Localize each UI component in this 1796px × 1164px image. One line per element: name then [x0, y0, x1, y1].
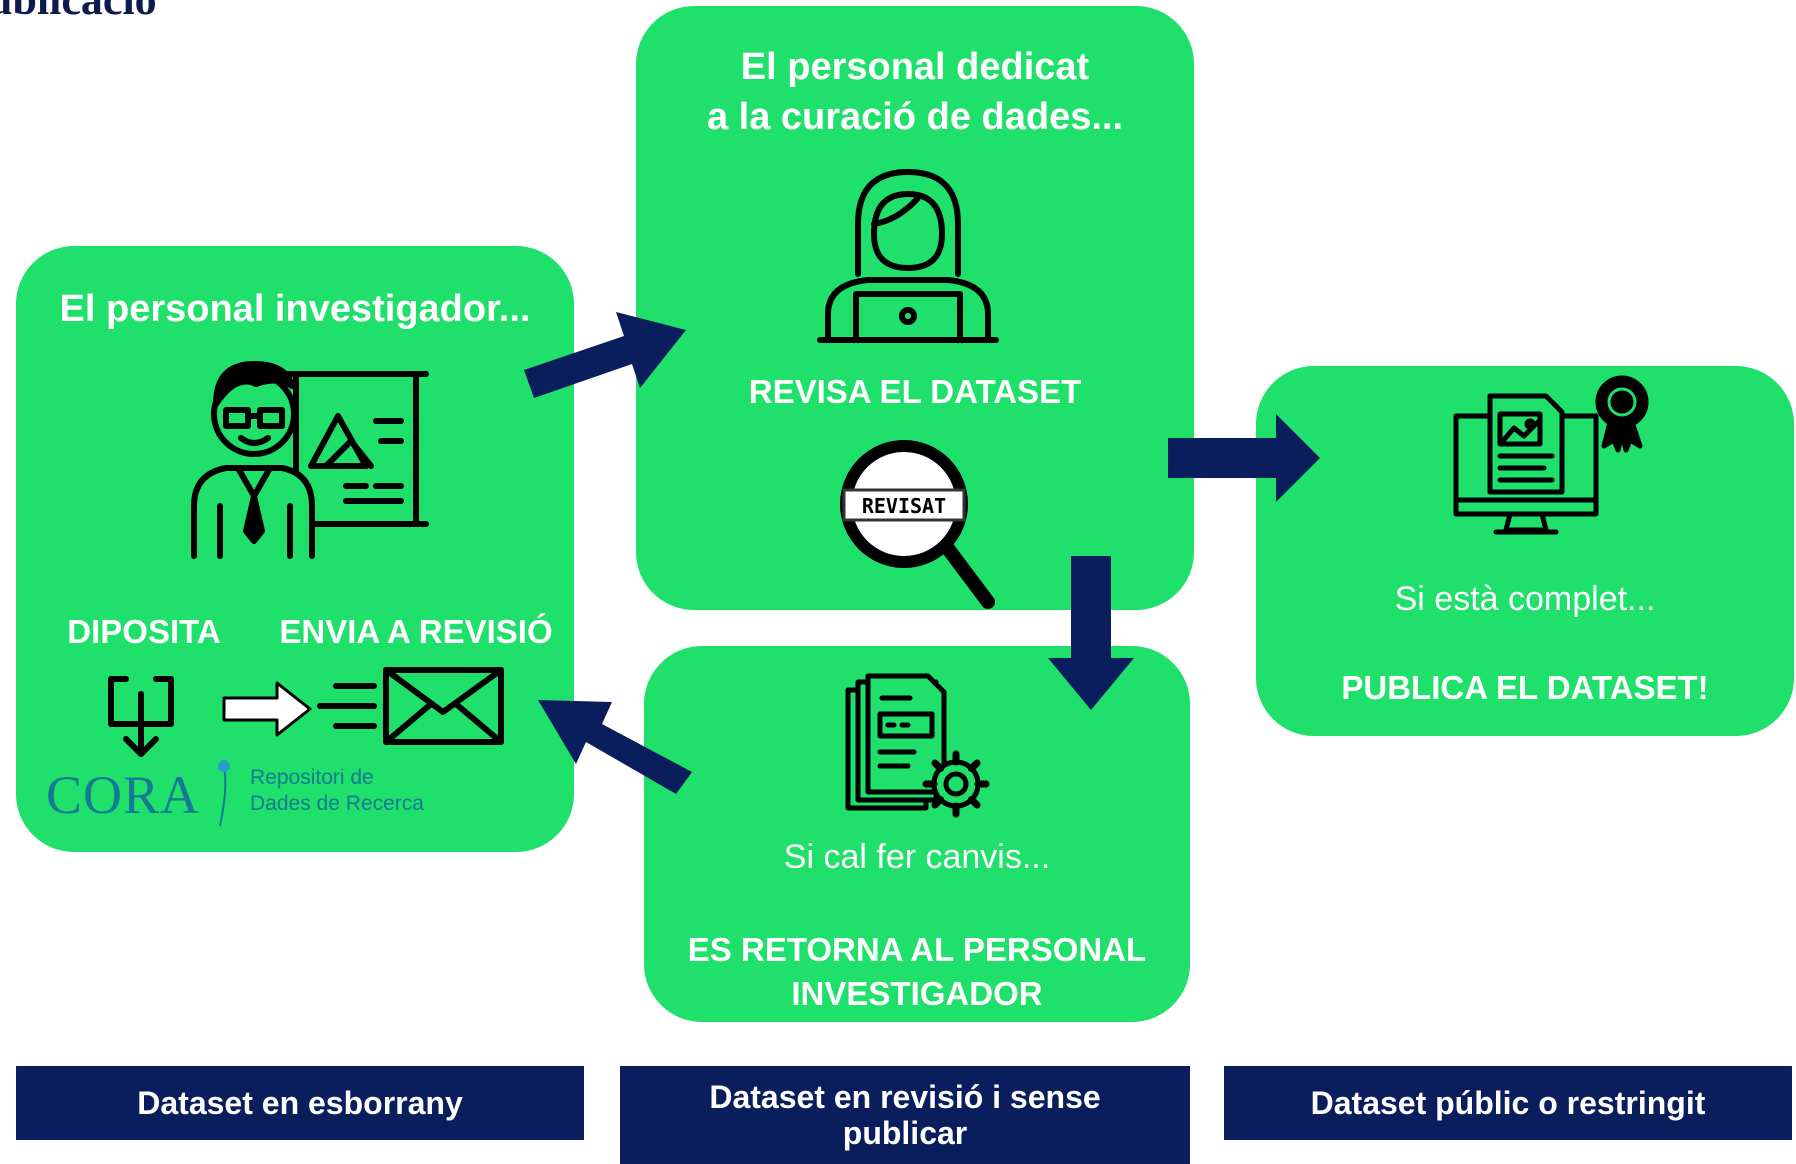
- curator-box-title: El personal dedicat a la curació de dade…: [706, 46, 1124, 138]
- deposit-label: DIPOSITA: [67, 613, 221, 650]
- cora-logo: CORA Repositori de Dades de Recerca: [46, 756, 426, 836]
- researcher-box: El personal investigador... DIPOSITA ENV…: [16, 246, 574, 852]
- white-arrow-icon: [222, 681, 312, 737]
- cora-logo-subtitle-2: Dades de Recerca: [250, 792, 424, 815]
- monitor-document-award-icon: [1453, 375, 1649, 535]
- publish-box: Si està complet... PUBLICA EL DATASET!: [1256, 366, 1794, 736]
- status-label-draft: Dataset en esborrany: [16, 1066, 584, 1140]
- send-to-review-label: ENVIA A REVISIÓ: [279, 613, 553, 650]
- arrow-to-publish: [1168, 414, 1320, 502]
- revisat-stamp: REVISAT: [861, 494, 947, 518]
- researcher-box-title: El personal investigador...: [59, 288, 531, 330]
- status-label-review: Dataset en revisió i sense publicar: [620, 1066, 1190, 1164]
- changes-needed-text: Si cal fer canvis...: [783, 838, 1051, 876]
- cora-logo-text: CORA: [46, 765, 201, 825]
- arrow-back-to-researcher: [538, 700, 692, 794]
- arrow-down-to-return: [1048, 556, 1134, 710]
- status-label-public: Dataset públic o restringit: [1224, 1066, 1792, 1140]
- person-with-laptop-icon: [817, 169, 999, 343]
- page-title-fragment: ublicació: [0, 0, 157, 25]
- download-tray-icon: [108, 676, 174, 757]
- arrow-to-curator: [524, 312, 686, 398]
- researcher-presenting-icon: [191, 361, 429, 559]
- cora-logo-subtitle-1: Repositori de: [250, 766, 374, 789]
- fast-mail-icon: [317, 667, 504, 745]
- review-dataset-label: REVISA EL DATASET: [748, 373, 1082, 410]
- complete-text: Si està complet...: [1394, 580, 1656, 618]
- return-to-researcher-label: ES RETORNA AL PERSONAL INVESTIGADOR: [687, 931, 1147, 1012]
- documents-settings-icon: [845, 673, 990, 818]
- magnifying-glass-icon: [840, 440, 995, 609]
- publish-dataset-label: PUBLICA EL DATASET!: [1341, 669, 1709, 706]
- return-box: Si cal fer canvis... ES RETORNA AL PERSO…: [644, 646, 1190, 1022]
- curator-box: El personal dedicat a la curació de dade…: [636, 6, 1194, 610]
